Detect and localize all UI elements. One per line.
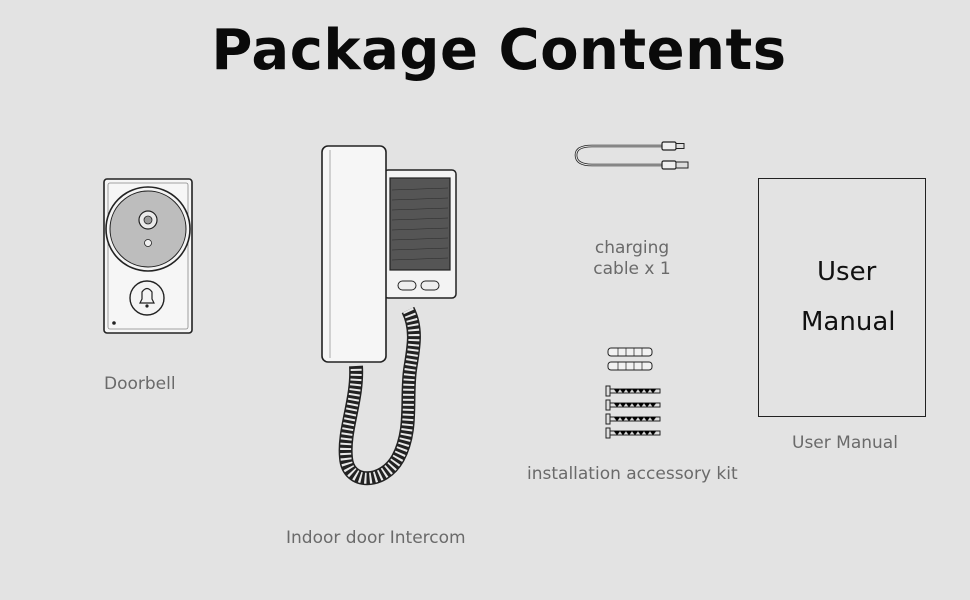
page-title: Package Contents: [211, 18, 787, 83]
accessory-kit-label: installation accessory kit: [527, 464, 738, 484]
charging-cable-label-line2: cable x 1: [593, 259, 671, 279]
manual-cover-line1: User: [817, 257, 877, 287]
doorbell-illustration: [103, 178, 193, 334]
user-manual-label: User Manual: [792, 433, 898, 453]
doorbell-label: Doorbell: [104, 374, 176, 394]
manual-cover-line2: Manual: [801, 307, 896, 337]
charging-cable-illustration: [574, 141, 689, 170]
intercom-illustration: [321, 145, 457, 486]
accessory-kit-illustration: [605, 347, 661, 439]
intercom-label: Indoor door Intercom: [286, 528, 466, 548]
user-manual-illustration: User Manual: [758, 178, 926, 417]
charging-cable-label-line1: charging: [594, 238, 670, 258]
